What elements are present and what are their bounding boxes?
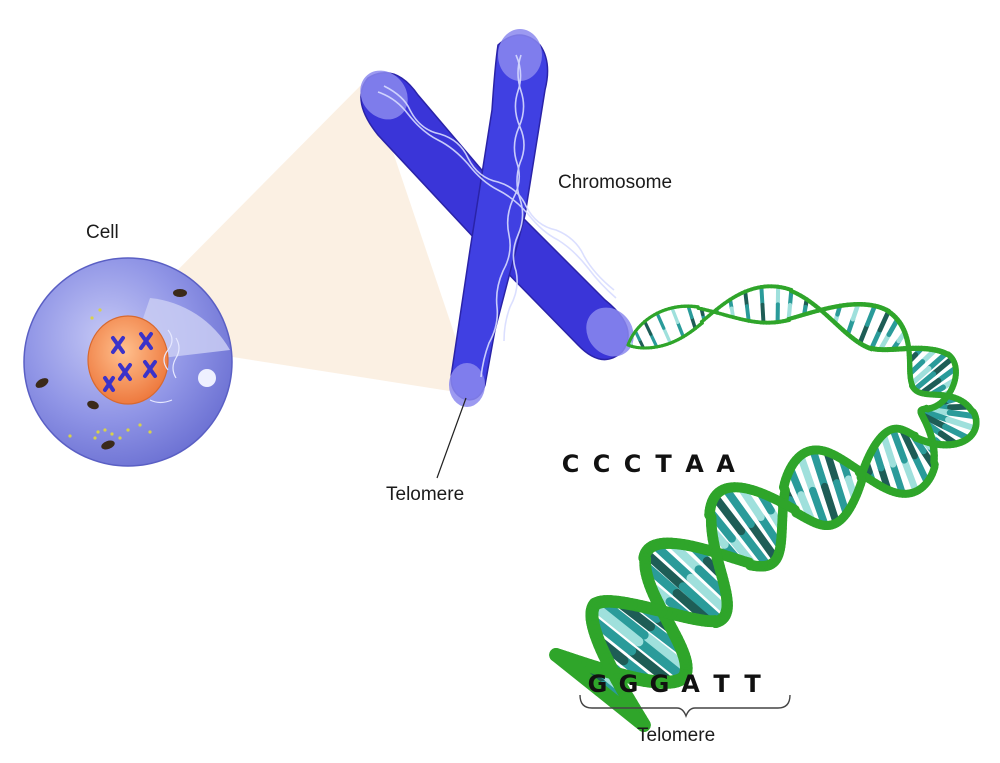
chromosome-label: Chromosome [558, 172, 673, 193]
base-letter: C [592, 450, 611, 478]
base-letter: G [587, 670, 608, 698]
base-pair-half [935, 365, 959, 384]
base-pair-half [926, 350, 949, 372]
base-letter: C [623, 450, 642, 478]
base-letter: G [649, 670, 670, 698]
base-pair-half [678, 582, 725, 625]
base-pair-half [942, 423, 972, 442]
base-pair-half [686, 573, 731, 616]
chromosome-icon [360, 29, 634, 407]
base-pair-half [900, 456, 920, 495]
base-letter: T [655, 450, 672, 478]
base-pair-half [737, 527, 772, 570]
base-letter: G [618, 670, 639, 698]
base-pair-half [641, 548, 688, 592]
base-pair-half [639, 630, 691, 673]
base-pair-half [889, 425, 908, 464]
base-pair-half [857, 322, 870, 346]
zoom-cone [150, 78, 475, 395]
base-pair-half [743, 289, 749, 309]
base-pair-half [809, 446, 829, 491]
base-pair-half [911, 452, 931, 486]
dna-helix-icon [549, 284, 980, 733]
base-pair-half [710, 492, 746, 536]
base-pair-half [877, 332, 892, 353]
telomere-pointer [436, 397, 467, 479]
base-pair-half [850, 301, 861, 322]
base-pair-half [633, 636, 689, 683]
base-pair-half [886, 317, 900, 337]
cell-icon [23, 257, 233, 467]
base-pair-half [689, 315, 698, 331]
base-pair-half [917, 407, 952, 423]
base-letter: T [744, 670, 761, 698]
base-pair-half [869, 327, 883, 352]
base-pair-half [686, 304, 694, 320]
base-pair-half [746, 519, 781, 564]
base-pair-half [643, 319, 653, 336]
base-pair-half [889, 460, 907, 498]
base-letter: C [561, 450, 580, 478]
base-letter: A [681, 670, 700, 698]
telomere-dna-label: Telomere [637, 725, 716, 746]
base-pair-half [759, 285, 765, 307]
base-pair-half [662, 326, 673, 345]
base-letter: A [685, 450, 704, 478]
base-pair-half [786, 302, 793, 322]
base-pair-half [721, 484, 755, 528]
base-pair-half [821, 482, 841, 527]
cell-label: Cell [86, 222, 119, 243]
base-pair-half [930, 355, 955, 377]
base-pair-half [649, 332, 659, 349]
base-pair-half [877, 308, 891, 333]
base-pair-half [670, 306, 680, 325]
base-pair-half [909, 366, 932, 387]
base-pair-half [787, 288, 794, 308]
base-pair-half [589, 601, 644, 647]
base-pair-half [655, 311, 666, 330]
base-pair-half [911, 371, 937, 393]
telomere-bracket [579, 694, 791, 718]
base-pair-half [650, 540, 696, 583]
base-pair-half [946, 409, 979, 420]
base-letter: T [713, 670, 730, 698]
telomere-chromosome-label: Telomere [386, 484, 465, 505]
base-pair-half [879, 431, 897, 468]
sequence-bottom: G G G A T T [582, 670, 768, 698]
base-pair-half [809, 486, 829, 530]
base-pair-half [945, 416, 979, 432]
dna-backbone-a [549, 647, 607, 697]
base-pair-half [864, 303, 878, 327]
sequence-top: C C C T A A [555, 450, 741, 478]
base-pair-half [760, 302, 766, 325]
base-pair-half [745, 304, 751, 323]
base-pair-half [675, 320, 685, 339]
base-letter: A [716, 450, 735, 478]
base-pair-half [845, 316, 856, 337]
base-pair-half [796, 451, 817, 495]
